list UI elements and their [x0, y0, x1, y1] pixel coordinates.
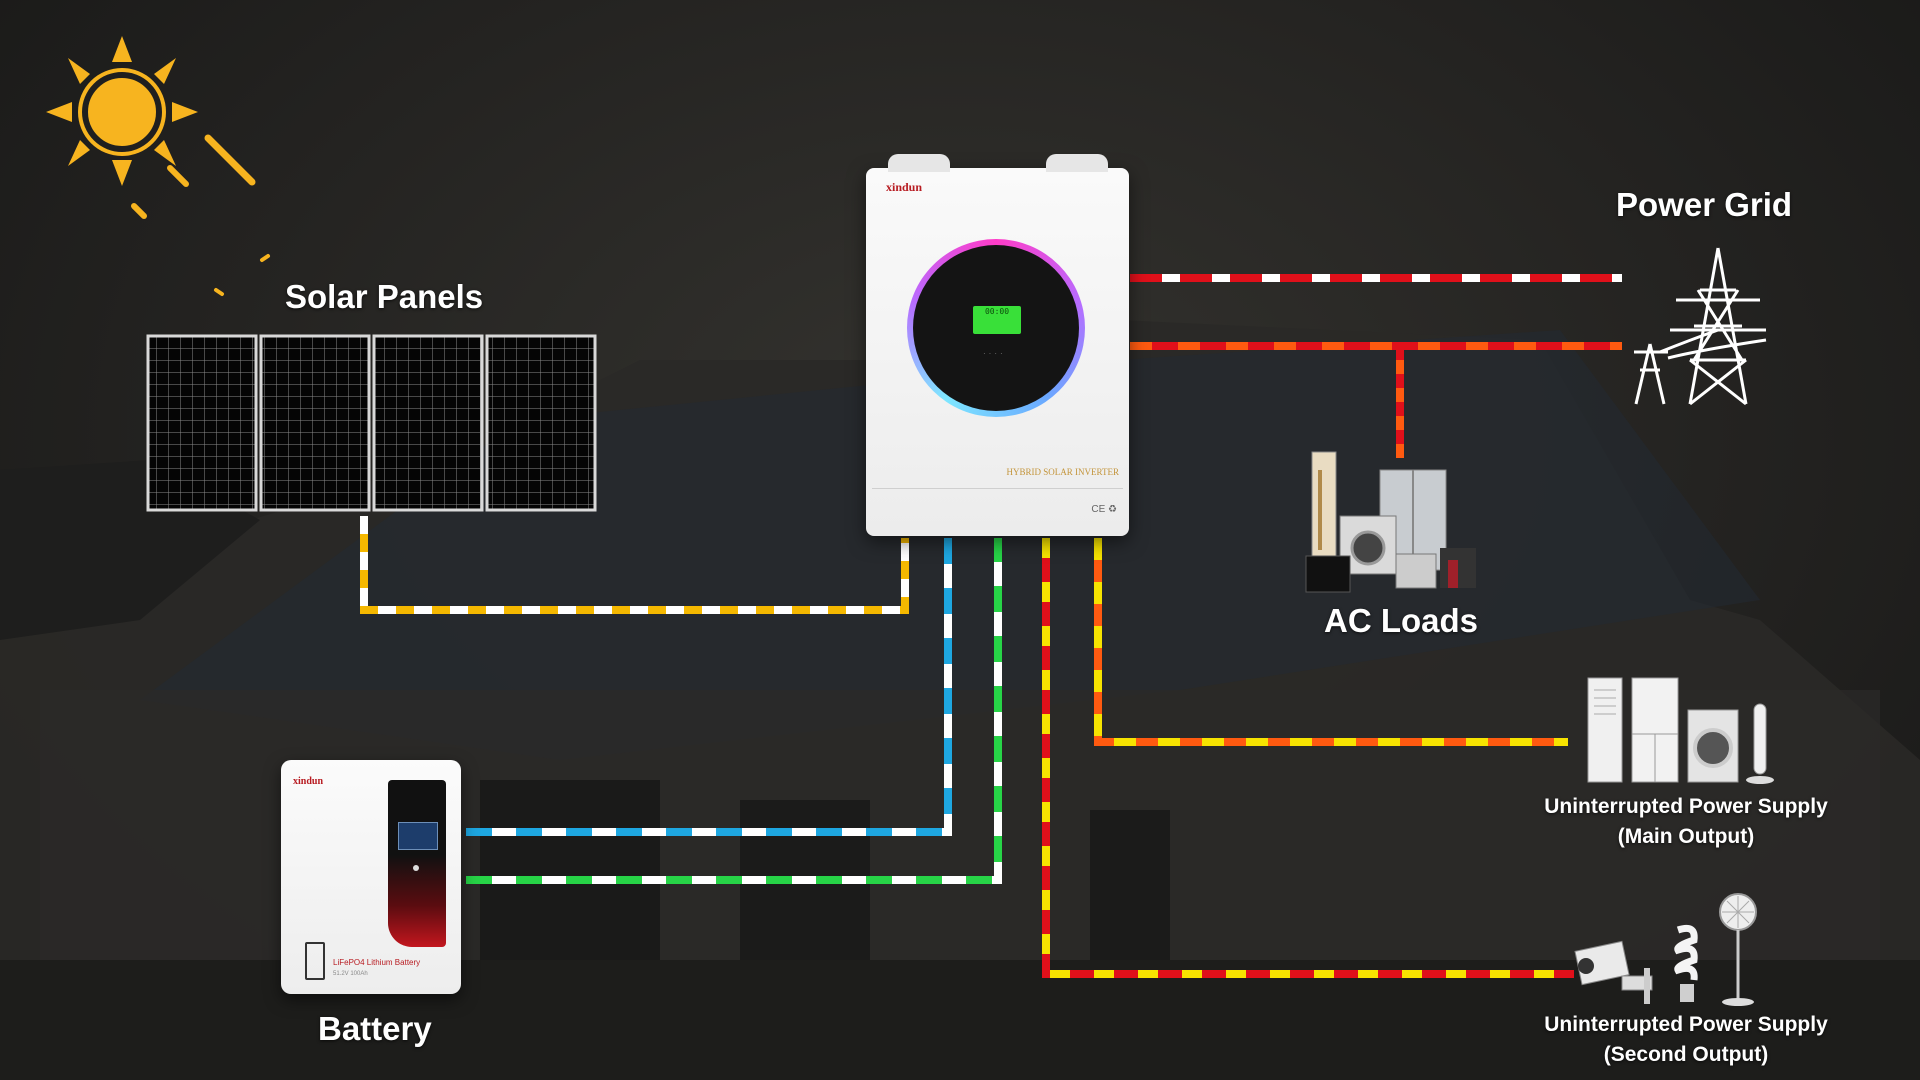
inverter-lcd: 00:00	[973, 306, 1021, 334]
fan-icon	[1719, 893, 1757, 1006]
inverter-leds: ····	[983, 349, 1006, 358]
mounting-ear	[888, 154, 950, 172]
bulb-icon	[1674, 924, 1698, 1002]
battery-spec-label: 51.2V 100Ah	[333, 971, 368, 977]
battery-front-panel	[388, 780, 446, 947]
battery-model-label: LiFePO4 Lithium Battery	[333, 958, 421, 967]
battery-icon	[305, 942, 325, 980]
battery-screen	[398, 822, 438, 850]
divider	[872, 488, 1123, 489]
ups-main-cable	[1094, 538, 1568, 746]
lithium-battery: xindun LiFePO4 Lithium Battery 51.2V 100…	[281, 760, 461, 994]
ups-second-title: Uninterrupted Power Supply	[1544, 1013, 1828, 1036]
mounting-ear	[1046, 154, 1108, 172]
ups-main-subtitle: (Main Output)	[1617, 825, 1755, 848]
ups-main-appliances-icon	[1587, 677, 1774, 784]
power-tower-icon	[1634, 247, 1767, 406]
power-grid-label: Power Grid	[1616, 186, 1793, 223]
sun-icon	[46, 36, 270, 296]
battery-power-button	[413, 865, 419, 871]
inverter-display-ring: 00:00 ····	[907, 239, 1085, 417]
ups-main-label: Uninterrupted Power Supply (Main Output)	[1540, 792, 1832, 852]
ups-second-subtitle: (Second Output)	[1603, 1043, 1769, 1066]
ac-loads-label: AC Loads	[1324, 602, 1479, 639]
battery-label: Battery	[318, 1010, 432, 1047]
inverter-model-text: HYBRID SOLAR INVERTER	[1006, 467, 1119, 477]
inverter-display-face: 00:00 ····	[913, 245, 1079, 411]
appliances-icon	[1305, 451, 1476, 593]
solar-panels	[146, 334, 597, 512]
battery-brand: xindun	[293, 776, 324, 787]
ups-second-label: Uninterrupted Power Supply (Second Outpu…	[1540, 1010, 1832, 1070]
camera-icon	[1574, 940, 1653, 1004]
solar-panels-label: Solar Panels	[285, 278, 484, 315]
cables	[360, 274, 1622, 978]
ups-main-title: Uninterrupted Power Supply	[1544, 795, 1828, 818]
hybrid-inverter: xindun 00:00 ···· HYBRID SOLAR INVERTER …	[866, 154, 1129, 536]
cert-mark: CE ♻	[1091, 504, 1117, 515]
inverter-brand: xindun	[886, 180, 923, 194]
